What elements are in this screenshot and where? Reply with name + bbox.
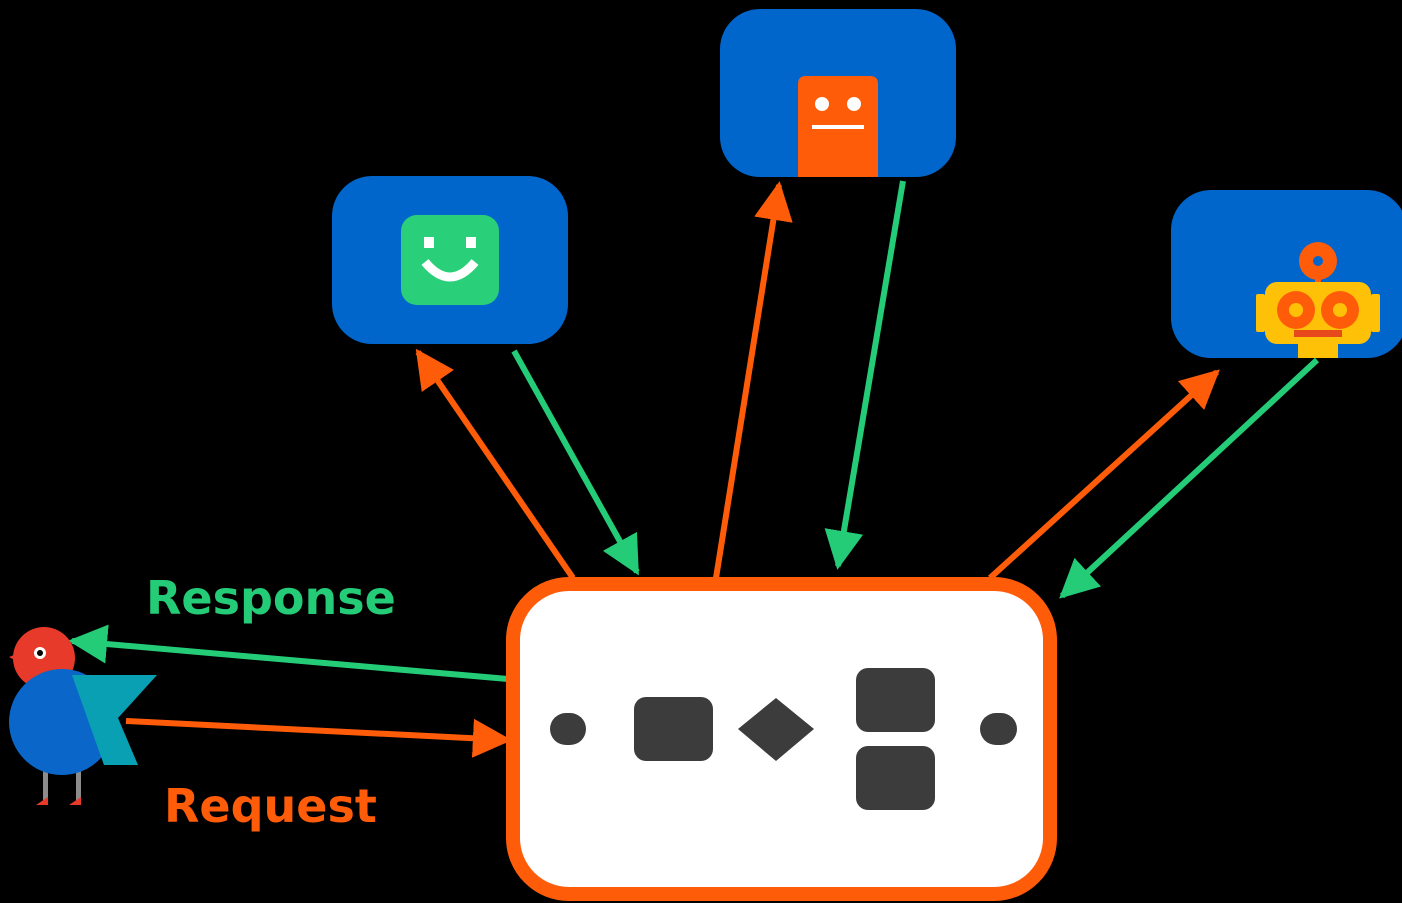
hub-end-node [980,713,1017,745]
orange-robot-icon [798,76,878,177]
central-hub [506,577,1057,901]
service-left [332,176,568,344]
bird-icon [9,627,157,805]
response-arrow-right-service [1059,357,1320,599]
request-arrow-right-service [987,369,1220,581]
service-right [1171,190,1402,358]
response-arrow-left-service [511,349,640,576]
hub-task-node [634,697,713,761]
yellow-robot-icon [1256,242,1380,358]
request-arrow-left-service [415,348,576,580]
request-arrow-client [125,718,512,758]
hub-gateway-node [738,698,814,761]
service-middle [720,9,956,177]
response-arrow-middle-service [824,180,906,570]
request-arrow-middle-service [713,181,793,579]
hub-parallel-task-bottom [856,746,935,810]
smiley-face-icon [401,215,499,305]
arrows [68,180,1320,758]
request-label: Request [164,779,377,833]
hub-start-node [550,713,586,745]
hub-parallel-task-top [856,668,935,732]
response-label: Response [146,571,396,625]
response-arrow-client [68,624,509,682]
